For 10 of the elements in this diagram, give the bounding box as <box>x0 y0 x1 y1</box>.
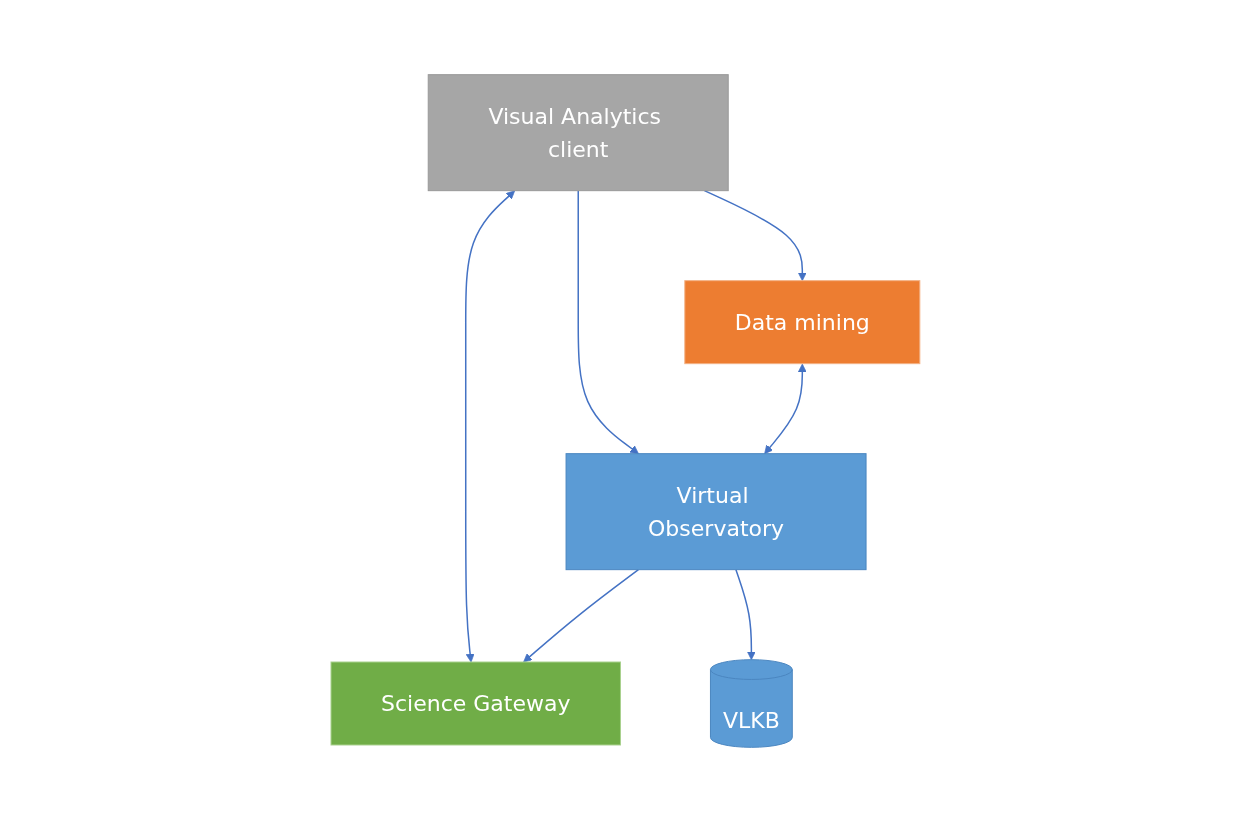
node-box: Science Gateway <box>330 661 621 745</box>
arrow <box>703 189 807 281</box>
node-box: Data mining <box>683 279 920 364</box>
arrow <box>577 189 639 454</box>
node-box: Visual Analytics client <box>427 73 729 191</box>
arrow <box>763 363 807 454</box>
arrow <box>522 568 639 662</box>
arrow <box>464 190 515 662</box>
arrow <box>734 568 756 660</box>
node-box: Virtual Observatory <box>565 452 867 570</box>
